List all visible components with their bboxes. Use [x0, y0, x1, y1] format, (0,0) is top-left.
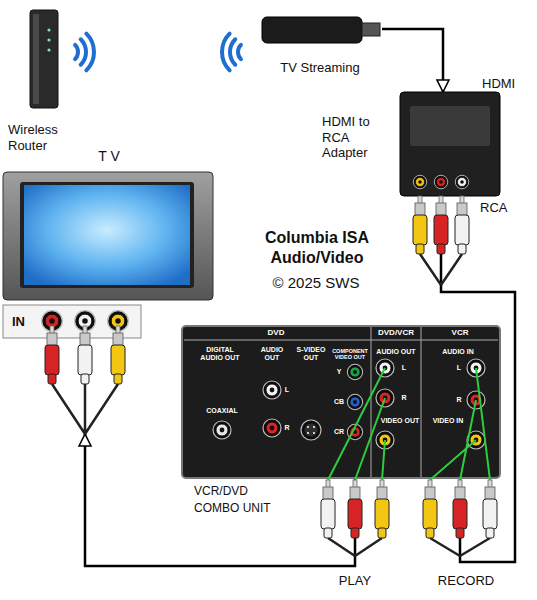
port-label: AUDIO OUT	[254, 346, 290, 361]
rca-plug	[434, 196, 448, 254]
wireless-waves	[222, 34, 241, 71]
router-node: Wireless Router	[6, 6, 98, 156]
rca-plug	[455, 196, 469, 254]
tv-bezel	[20, 182, 194, 288]
rca-plug	[348, 480, 362, 538]
port-label: AUDIO OUT	[373, 348, 419, 356]
port-label: AUDIO IN	[442, 348, 474, 356]
adapter-body	[400, 92, 500, 196]
device-label: TV Streaming	[258, 60, 382, 76]
section-header: VCR	[452, 329, 469, 338]
adapter-node: HDMIHDMI to RCA AdapterRCA	[400, 92, 500, 196]
port-label: HDMI	[482, 76, 515, 92]
rca-jack	[263, 381, 281, 399]
router-led	[47, 28, 50, 31]
component-jack	[347, 364, 362, 379]
channel-label: L	[402, 364, 406, 372]
rca-plug	[375, 480, 389, 538]
router-body	[30, 10, 58, 108]
section-header: DVD	[268, 329, 285, 338]
streaming-stick	[262, 17, 362, 43]
port-label: COAXIAL	[206, 407, 238, 415]
component-jack	[347, 394, 362, 409]
rca-plug	[413, 196, 427, 254]
channel-label: R	[401, 394, 406, 402]
channel-label: L	[457, 364, 461, 372]
cable	[328, 538, 490, 556]
s-video-socket	[305, 424, 318, 437]
port-label: COMPONENT VIDEO OUT	[330, 348, 370, 360]
router-led	[47, 38, 50, 41]
cable-label: RECORD	[438, 574, 494, 588]
tv-body	[3, 172, 213, 300]
s-video-jack	[301, 420, 321, 440]
rca-jack	[263, 419, 281, 437]
s-video-pins	[307, 426, 315, 434]
tv-node: T V IN	[3, 148, 215, 434]
channel-label: Y	[337, 368, 342, 376]
adapter-face	[410, 106, 490, 146]
port-label: DIGITAL AUDIO OUT	[195, 346, 245, 361]
port-label: S-VIDEO OUT	[292, 346, 330, 361]
rca-plug	[111, 326, 125, 384]
router-highlight	[33, 14, 39, 104]
cable	[52, 384, 118, 434]
coaxial-jack	[213, 421, 231, 439]
channel-label: CR	[334, 428, 344, 436]
port-label: VIDEO IN	[433, 417, 464, 425]
cable-connector	[382, 29, 443, 92]
cable-label: PLAY	[339, 574, 371, 588]
leader-wire	[328, 368, 490, 480]
hdmi-plug	[362, 23, 380, 36]
channel-label: CB	[334, 398, 344, 406]
device-label: VCR/DVD COMBO UNIT	[194, 483, 286, 518]
rca-jack	[413, 175, 427, 189]
rca-plug	[453, 480, 467, 538]
device-label: HDMI to RCA Adapter	[322, 114, 394, 161]
rca-plug	[78, 326, 92, 384]
device-label: T V	[3, 148, 215, 165]
rca-jack	[434, 175, 448, 189]
wireless-waves	[75, 34, 94, 71]
section-header: DVD/VCR	[378, 329, 414, 338]
copyright-note: © 2025 SWS	[273, 275, 360, 292]
channel-label: R	[456, 396, 461, 404]
router-led	[47, 48, 50, 51]
rca-jack	[455, 175, 469, 189]
port-label: VIDEO OUT	[381, 417, 420, 425]
rca-plug	[423, 480, 437, 538]
streaming-stick-node: TV Streaming	[258, 12, 382, 78]
channel-label: R	[284, 424, 289, 432]
tv-screen	[24, 185, 190, 285]
rca-plug	[483, 480, 497, 538]
rca-plug	[45, 326, 59, 384]
port-label: IN	[12, 314, 25, 330]
port-label: RCA	[480, 200, 507, 216]
cable	[420, 254, 462, 285]
diagram-title: Columbia ISA Audio/Video	[255, 228, 379, 268]
rca-plug	[321, 480, 335, 538]
channel-label: L	[285, 386, 289, 394]
device-label: Wireless Router	[8, 122, 80, 153]
